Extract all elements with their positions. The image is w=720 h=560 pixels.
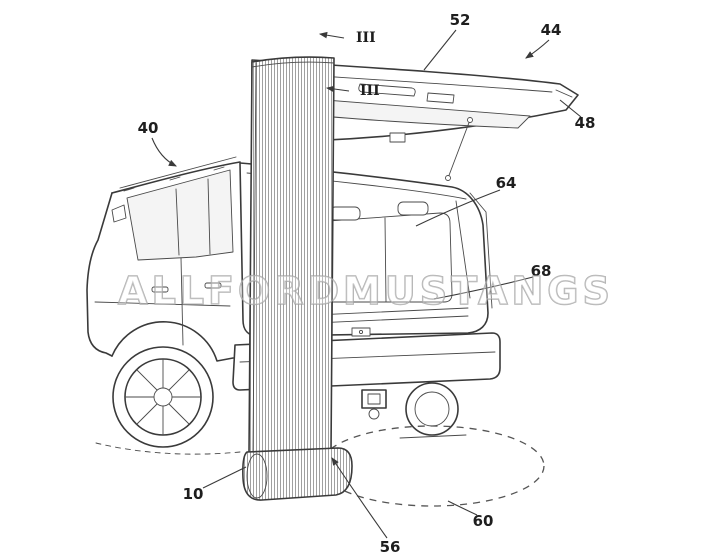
section-markers: III III	[318, 30, 380, 99]
leader-64	[415, 189, 501, 227]
leader-52	[423, 29, 457, 71]
ref-64: 64	[496, 174, 517, 192]
section-arrow-top	[318, 31, 345, 39]
ground-projection-outline	[319, 425, 545, 507]
leader-48	[559, 99, 582, 118]
leader-60	[447, 500, 478, 516]
ref-68: 68	[531, 262, 552, 280]
ref-40: 40	[138, 119, 159, 137]
ref-56: 56	[380, 538, 401, 556]
leader-40	[151, 137, 177, 167]
privacy-screen	[242, 56, 353, 501]
ref-44: 44	[541, 21, 562, 39]
ref-52: 52	[450, 11, 471, 29]
ref-48: 48	[575, 114, 596, 132]
watermark-text: ALLFORDMUSTANGS	[118, 269, 614, 313]
leader-10	[202, 466, 247, 489]
front-wheel	[95, 346, 241, 455]
leader-68	[433, 276, 534, 300]
ref-60: 60	[473, 512, 494, 530]
leader-44	[525, 39, 550, 59]
leader-56	[331, 457, 388, 539]
section-label-top: III	[356, 30, 376, 46]
ref-10: 10	[183, 485, 204, 503]
section-label-bottom: III	[360, 83, 380, 99]
reference-numerals: 40 52 44 48 64 68 10 56 60	[138, 11, 596, 556]
leader-lines	[151, 29, 582, 539]
section-arrow-bottom	[325, 85, 350, 93]
screen-roller	[242, 447, 353, 501]
